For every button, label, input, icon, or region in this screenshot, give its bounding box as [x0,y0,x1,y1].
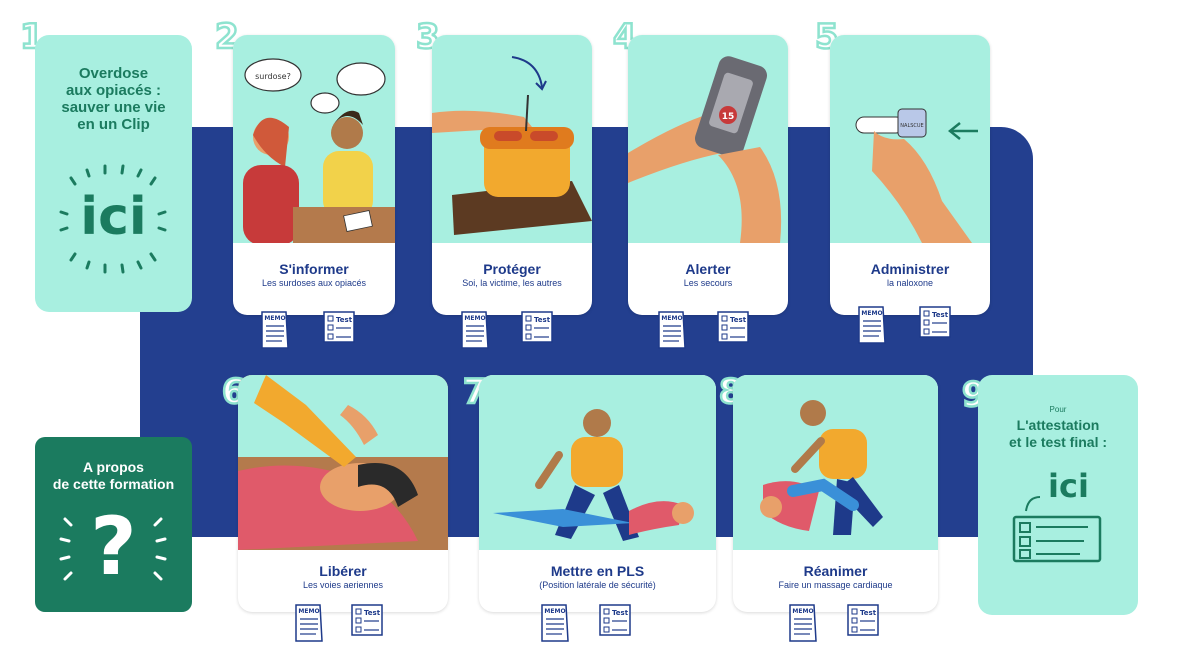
test-label: Test [860,609,877,617]
memo-button[interactable]: MEMO [292,603,326,642]
step-card-liberer[interactable]: Libérer Les voies aeriennes [238,375,448,612]
checklist-icon [1012,496,1102,563]
step-title: Alerter [685,261,731,277]
step-title: S'informer [279,261,349,277]
step-subtitle: Les voies aeriennes [302,580,384,590]
step-card-mettre-en-pls[interactable]: Mettre en PLS (Position latérale de sécu… [479,375,716,612]
memo-button[interactable]: MEMO [258,310,292,349]
question-mark: ? [90,500,137,593]
step-title: Administrer [870,261,950,277]
test-button[interactable]: Test [520,310,554,346]
step-card-administrer[interactable]: NALSCUE Administrer la naloxone [830,35,990,315]
final-test-panel[interactable]: Pour L'attestation et le test final : ic… [978,375,1138,615]
step-subtitle: (Position latérale de sécurité) [539,580,656,590]
ici-link-text[interactable]: ici [80,187,147,247]
test-button[interactable]: Test [846,603,880,639]
memo-label: MEMO [264,315,285,322]
test-button[interactable]: Test [350,603,384,639]
test-button[interactable]: Test [598,603,632,639]
step-subtitle: la naloxone [886,278,934,288]
step-card-reanimer[interactable]: Réanimer Faire un massage cardiaque [733,375,938,612]
illustration-informer: surdose? [233,35,395,243]
test-button[interactable]: Test [918,305,952,341]
memo-button[interactable]: MEMO [855,305,889,344]
illustration-alerter: 15 [628,35,788,243]
test-label: Test [932,311,949,319]
ici-link-icon[interactable] [53,160,173,280]
illustration-reanimer [733,375,938,550]
about-title: A propos de cette formation [52,459,175,492]
illustration-pls [479,375,716,550]
memo-label: MEMO [298,608,319,615]
memo-button[interactable]: MEMO [458,310,492,349]
step-title: Libérer [319,563,367,579]
test-button[interactable]: Test [716,310,750,346]
test-button[interactable]: Test [322,310,356,346]
test-label: Test [364,609,381,617]
step-subtitle: Les surdoses aux opiacés [261,278,367,288]
intro-title: Overdose aux opiacés : sauver une vie en… [61,65,166,133]
final-ici-link[interactable]: ici [1048,467,1089,505]
illustration-administrer: NALSCUE [830,35,990,243]
step-subtitle: Les secours [683,278,733,288]
spray-label: NALSCUE [900,123,923,129]
phone-badge: 15 [722,112,735,122]
memo-label: MEMO [464,315,485,322]
question-mark-icon [59,517,167,581]
memo-label: MEMO [544,608,565,615]
memo-button[interactable]: MEMO [655,310,689,349]
memo-label: MEMO [861,310,882,317]
about-panel[interactable]: A propos de cette formation ? [35,437,192,612]
test-label: Test [612,609,629,617]
illustration-proteger [432,35,592,243]
step-title: Mettre en PLS [550,563,645,579]
step-card-informer[interactable]: surdose? S'informer Les surdoses aux opi… [233,35,395,315]
step-subtitle: Soi, la victime, les autres [462,278,562,288]
memo-label: MEMO [792,608,813,615]
step-title: Protéger [483,261,541,277]
memo-label: MEMO [661,315,682,322]
memo-button[interactable]: MEMO [786,603,820,642]
test-label: Test [534,316,551,324]
bubble-text: surdose? [255,72,291,81]
step-title: Réanimer [803,563,868,579]
test-label: Test [336,316,353,324]
illustration-liberer [238,375,448,550]
final-small-label: Pour [1049,405,1067,414]
final-title: L'attestation et le test final : [1008,417,1108,450]
intro-panel[interactable]: Overdose aux opiacés : sauver une vie en… [35,35,192,312]
test-label: Test [730,316,747,324]
step-card-alerter[interactable]: 15 Alerter Les secours [628,35,788,315]
memo-button[interactable]: MEMO [538,603,572,642]
step-card-proteger[interactable]: Protéger Soi, la victime, les autres [432,35,592,315]
step-subtitle: Faire un massage cardiaque [778,580,893,590]
